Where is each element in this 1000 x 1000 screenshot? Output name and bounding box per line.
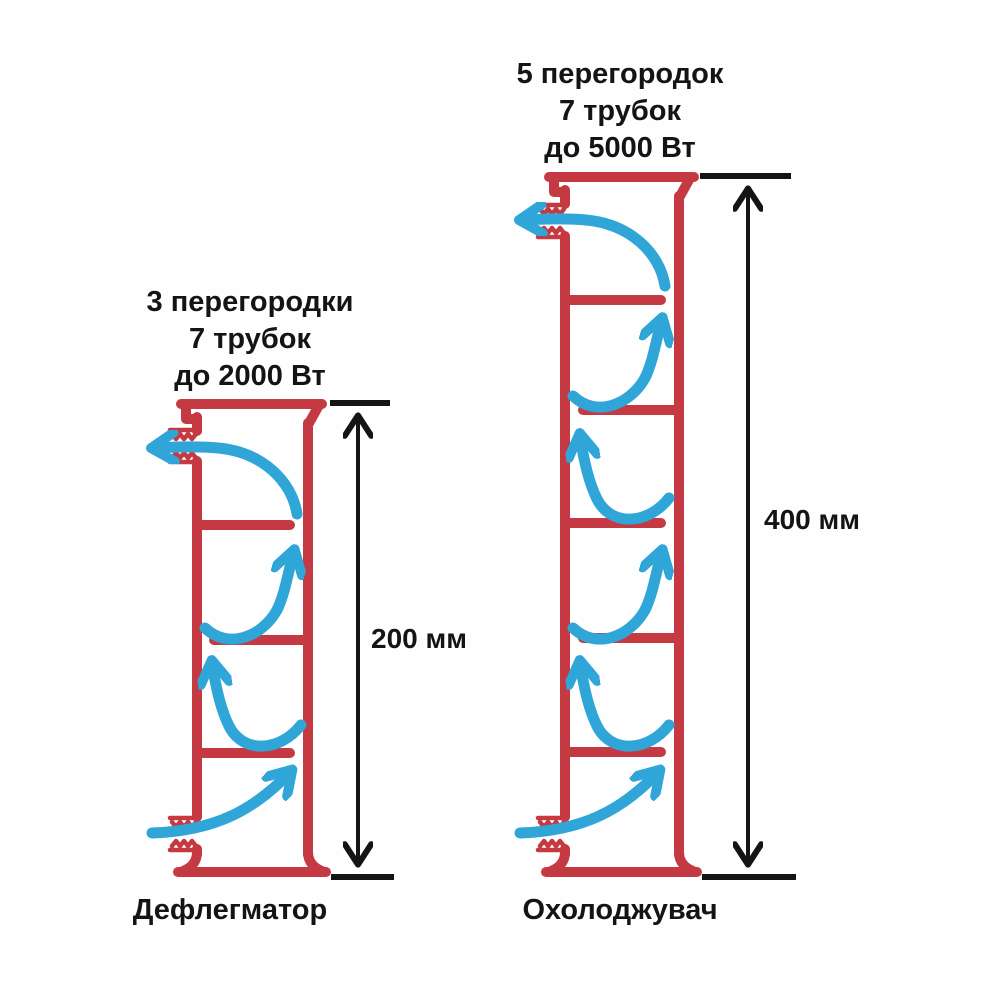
cooler-drawing: [514, 172, 796, 880]
cooler-flow-arrow-pass-4: [567, 319, 662, 413]
dephlegmator-height-label: 200 мм: [371, 623, 467, 654]
cooler-spec-power: до 5000 Вт: [544, 132, 696, 164]
cooler-flow-arrow-pass-1: [580, 662, 675, 752]
cooler-height-label: 400 мм: [764, 504, 860, 535]
cooler-flow-arrow-outlet: [521, 219, 671, 292]
cooler-spec-baffles: 5 перегородок: [516, 58, 724, 90]
dephlegmator-drawing: [146, 399, 394, 880]
dephlegmator-spec-block: 3 перегородки 7 трубок до 2000 Вт: [105, 284, 395, 395]
cooler-caption: Охолоджувач: [522, 894, 718, 926]
dephlegmator-spec-power: до 2000 Вт: [174, 360, 326, 392]
cooler-spec-tubes: 7 трубок: [559, 95, 681, 127]
dephlegmator-flow-arrow-pass-1: [212, 662, 307, 752]
dephlegmator-flow-arrow-outlet: [153, 447, 303, 520]
cooler-spec-block: 5 перегородок 7 трубок до 5000 Вт: [475, 56, 765, 167]
dephlegmator-caption: Дефлегматор: [132, 894, 328, 926]
dephlegmator-outlet-nozzle-threads: [167, 427, 200, 465]
dephlegmator-spec-baffles: 3 перегородки: [146, 286, 354, 318]
dephlegmator-flow-arrow-pass-2: [199, 551, 294, 645]
cooler-height-dimension: [700, 173, 796, 880]
dephlegmator-flow-arrow-inlet: [146, 771, 291, 839]
dephlegmator-spec-tubes: 7 трубок: [189, 323, 311, 355]
dephlegmator-height-dimension: [330, 400, 394, 880]
cooler-flow-arrow-inlet: [514, 771, 659, 839]
cooler-flow-arrow-pass-2: [567, 551, 662, 645]
cooler-flow-arrow-pass-3: [580, 435, 675, 525]
